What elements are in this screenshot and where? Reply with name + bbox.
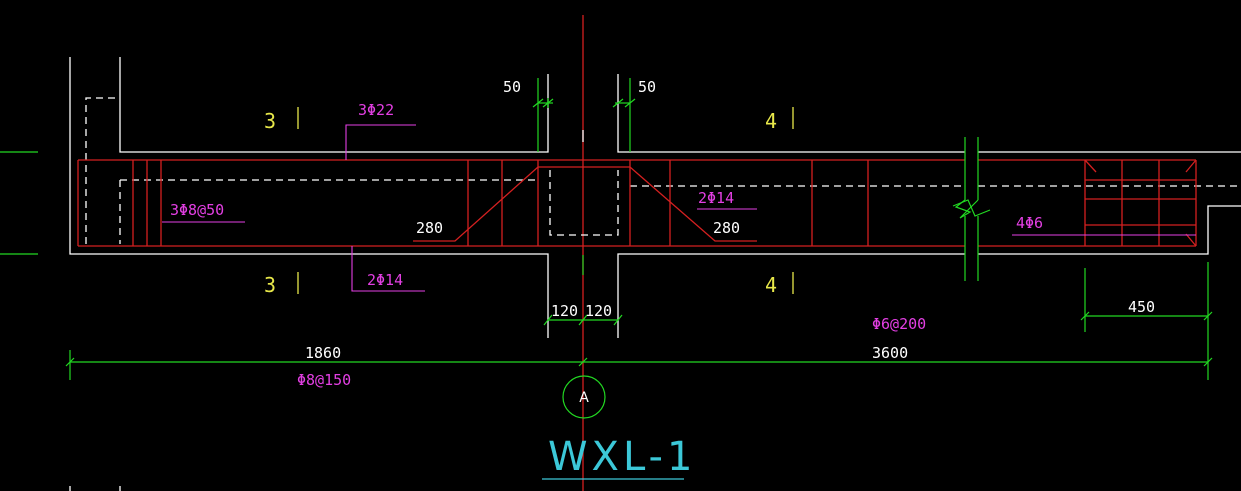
section-left-bottom: 3: [264, 273, 276, 297]
dim-end-zone: 450: [1128, 298, 1155, 316]
leader-lines: [162, 124, 1196, 292]
label-bent-bar: 2Φ14: [698, 189, 734, 207]
dim-gap-right: 50: [638, 78, 656, 96]
column-hidden-lines: [85, 97, 1241, 244]
label-stirrup-left: Φ8@150: [297, 371, 351, 389]
label-end-bars: 4Φ6: [1016, 214, 1043, 232]
break-line: [952, 137, 991, 281]
label-top-main-rebar: 3Φ22: [358, 101, 394, 119]
dim-gap-left: 50: [503, 78, 521, 96]
dim-span-right: 3600: [872, 344, 908, 362]
concrete-outline: [69, 57, 1241, 491]
drawing-title: WXL-1: [548, 434, 696, 480]
dim-col-right: 120: [585, 302, 612, 320]
dim-span-left: 1860: [305, 344, 341, 362]
label-bottom-main-rebar: 2Φ14: [367, 271, 403, 289]
reinforcement-cage: [77, 159, 1197, 247]
label-stirrup-right: Φ6@200: [872, 315, 926, 333]
dim-bend-right: 280: [713, 219, 740, 237]
section-right-top: 4: [765, 109, 777, 133]
axis-bubble: [562, 375, 606, 419]
section-right-bottom: 4: [765, 273, 777, 297]
dimension-lines: [65, 78, 1213, 380]
section-markers: [297, 107, 794, 294]
dim-col-left: 120: [551, 302, 578, 320]
section-left-top: 3: [264, 109, 276, 133]
dim-bend-left: 280: [416, 219, 443, 237]
axis-label: A: [579, 390, 589, 406]
label-dense-stirrup: 3Φ8@50: [170, 201, 224, 219]
